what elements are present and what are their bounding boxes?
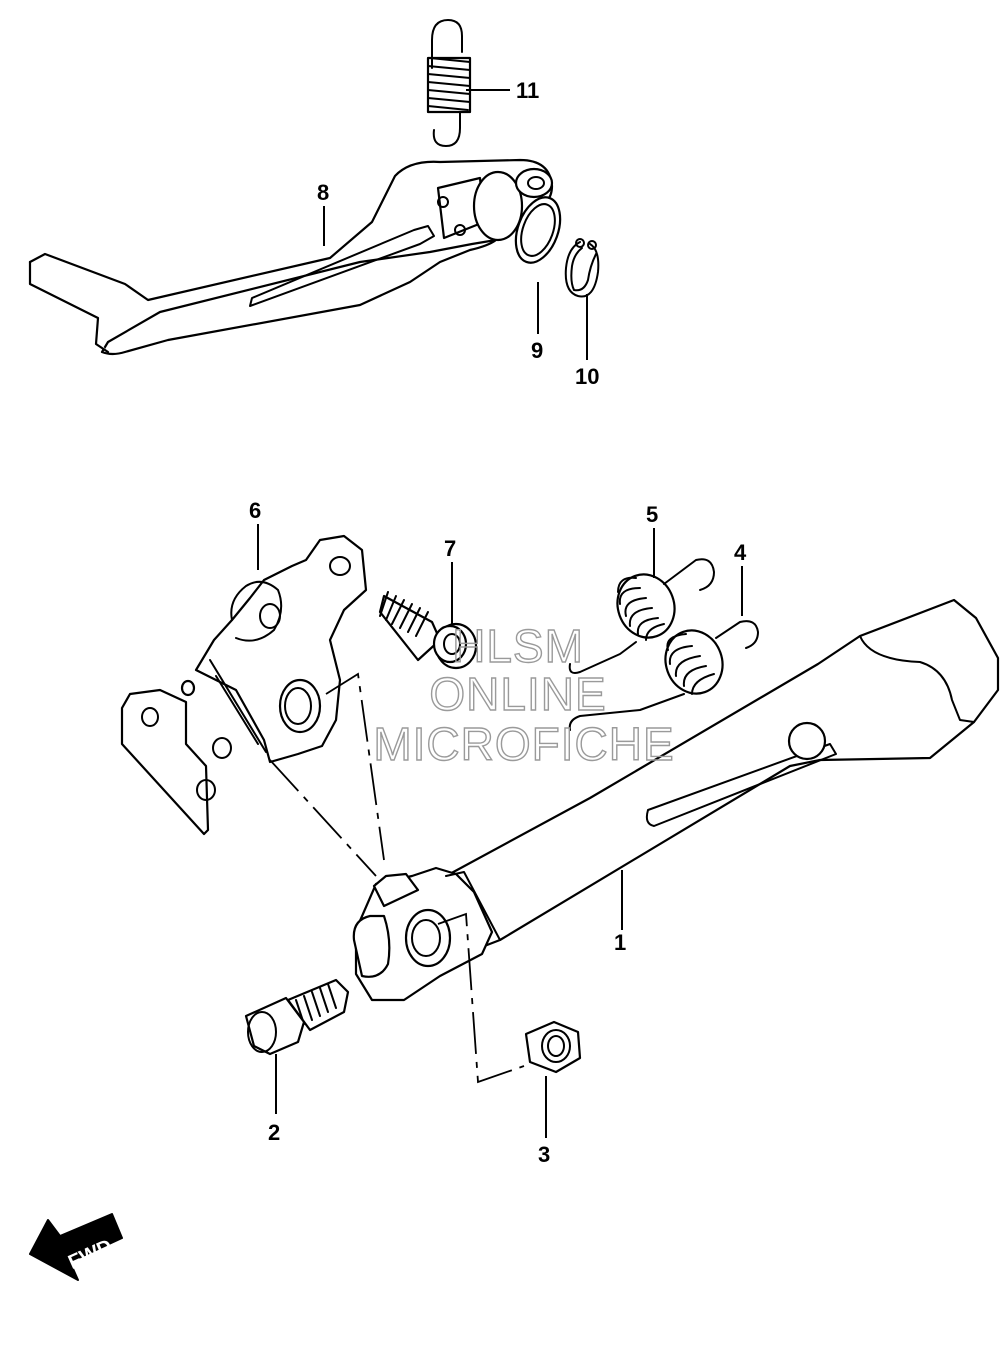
- part-4-spring: [568, 620, 759, 731]
- callout-10: 10: [575, 364, 599, 389]
- callout-3: 3: [538, 1142, 550, 1167]
- callout-5: 5: [646, 502, 658, 527]
- part-2-pivot-bolt: [244, 978, 350, 1056]
- part-8-brake-pedal: [28, 158, 554, 356]
- part-1-side-stand: [352, 598, 1000, 1002]
- watermark-line-1: HLSM: [452, 620, 584, 672]
- callout-1: 1: [614, 930, 626, 955]
- part-6-stand-bracket: [120, 534, 368, 836]
- callout-11: 11: [516, 78, 539, 103]
- part-9-washer: [514, 196, 562, 264]
- watermark: HLSM ONLINE MICROFICHE: [373, 619, 675, 770]
- callout-9: 9: [531, 338, 543, 363]
- callout-2: 2: [268, 1120, 280, 1145]
- part-10-circlip: [564, 238, 600, 298]
- part-7-bolt: [378, 591, 478, 670]
- part-3-nut: [524, 1020, 582, 1074]
- watermark-line-3: MICROFICHE: [373, 718, 674, 770]
- callout-7: 7: [444, 536, 456, 561]
- watermark-line-2: ONLINE: [429, 668, 606, 720]
- callout-8: 8: [317, 180, 329, 205]
- part-5-spring: [568, 558, 715, 674]
- leader-lines: [257, 89, 743, 1138]
- part-11-spring: [426, 19, 472, 147]
- callout-labels: 11 8 9 10 6 7 5 4 1 2 3: [249, 78, 747, 1167]
- assembly-centerlines: [269, 672, 525, 1084]
- callout-6: 6: [249, 498, 261, 523]
- callout-4: 4: [734, 540, 747, 565]
- forward-arrow-icon: FWD: [29, 1213, 123, 1281]
